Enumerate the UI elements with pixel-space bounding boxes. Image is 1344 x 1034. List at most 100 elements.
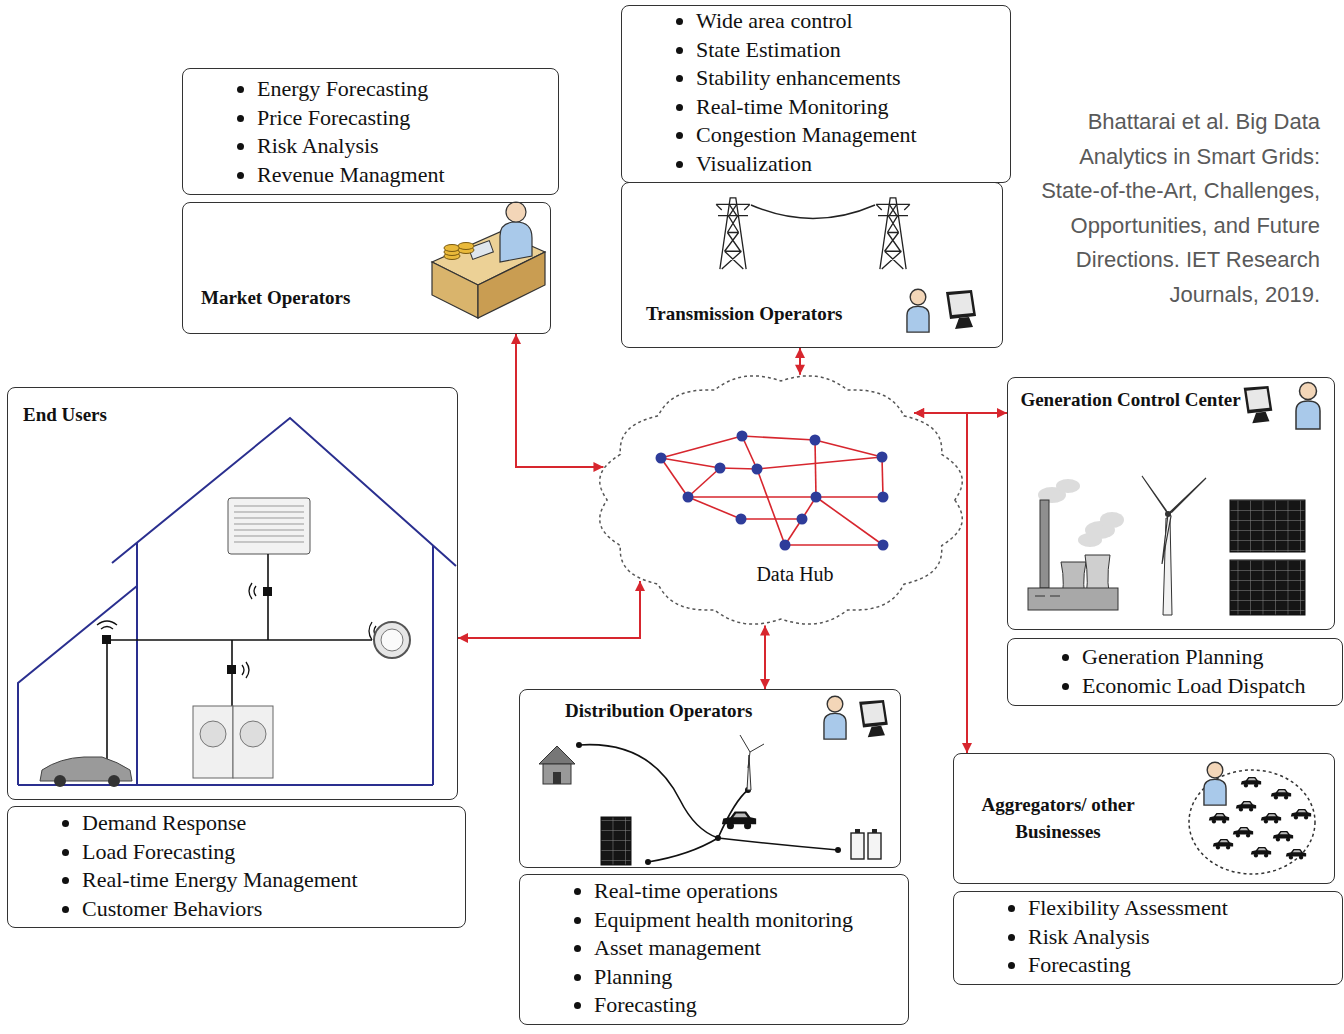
data-hub-network bbox=[688, 497, 741, 519]
home-illustration bbox=[97, 621, 117, 629]
transmission-illustration bbox=[946, 290, 976, 329]
distribution-illustration bbox=[601, 817, 631, 865]
aggregator-illustration bbox=[1209, 813, 1229, 824]
generation-illustration bbox=[1296, 383, 1320, 430]
task-list-box: Real-time operationsEquipment health mon… bbox=[519, 874, 909, 1025]
distribution-illustration bbox=[539, 746, 575, 764]
bullet-item: Real-time Energy Management bbox=[82, 866, 465, 895]
distribution-illustration bbox=[648, 838, 718, 862]
data-link-arrow bbox=[799, 348, 801, 375]
aggregator-illustration bbox=[1261, 813, 1281, 824]
task-list-box: Demand ResponseLoad ForecastingReal-time… bbox=[7, 806, 466, 928]
box-title: Generation Control Center bbox=[1013, 386, 1248, 414]
box-title: End Users bbox=[23, 403, 107, 427]
bullet-item: Price Forecasting bbox=[257, 104, 558, 133]
data-hub-network bbox=[757, 469, 785, 545]
home-illustration bbox=[102, 635, 111, 644]
data-hub-network bbox=[811, 492, 822, 503]
bullet-item: Forecasting bbox=[594, 991, 908, 1020]
distribution-illustration bbox=[722, 811, 756, 829]
bullet-item: Visualization bbox=[696, 150, 1010, 179]
data-hub-network bbox=[757, 457, 882, 469]
bullet-item: State Estimation bbox=[696, 36, 1010, 65]
bullet-item: Customer Behaviors bbox=[82, 895, 465, 924]
home-illustration bbox=[242, 662, 249, 678]
data-hub-network bbox=[877, 452, 888, 463]
home-illustration bbox=[227, 665, 236, 674]
home-illustration bbox=[97, 583, 376, 678]
actor-box: Generation Control Center bbox=[1007, 377, 1335, 630]
generation-illustration bbox=[1056, 479, 1080, 493]
bullet-item: Wide area control bbox=[696, 7, 1010, 36]
bullet-item: Equipment health monitoring bbox=[594, 906, 908, 935]
generation-illustration bbox=[1142, 476, 1206, 564]
box-title: Market Operators bbox=[201, 286, 350, 310]
generation-illustration bbox=[1244, 386, 1273, 423]
box-title: Aggregators/ other Businesses bbox=[963, 791, 1153, 845]
data-hub-network bbox=[810, 435, 821, 446]
bullet-list: Demand ResponseLoad ForecastingReal-time… bbox=[8, 807, 465, 923]
bullet-item: Revenue Managment bbox=[257, 161, 558, 190]
generation-illustration bbox=[1028, 383, 1320, 616]
distribution-illustration bbox=[835, 847, 841, 853]
aggregator-illustration bbox=[1233, 827, 1253, 838]
bullet-item: Forecasting bbox=[1028, 951, 1342, 980]
home-illustration bbox=[263, 587, 272, 596]
generation-illustration bbox=[1028, 588, 1118, 610]
actor-box: Transmission Operators bbox=[621, 182, 1003, 348]
distribution-illustration bbox=[576, 742, 841, 865]
citation-note: Bhattarai et al. Big Data Analytics in S… bbox=[1028, 105, 1320, 312]
bullet-item: Risk Analysis bbox=[257, 132, 558, 161]
distribution-illustration bbox=[715, 835, 721, 841]
aggregator-illustration bbox=[1189, 762, 1315, 874]
market-desk-illustration bbox=[432, 202, 545, 318]
transmission-illustration bbox=[876, 198, 910, 269]
aggregator-illustration bbox=[1241, 777, 1261, 788]
data-hub-network bbox=[878, 540, 889, 551]
box-title: Distribution Operators bbox=[565, 699, 752, 723]
data-hub-network bbox=[656, 453, 667, 464]
distribution-illustration bbox=[868, 833, 881, 859]
data-hub-cloud: Data Hub bbox=[595, 372, 967, 628]
data-hub-network bbox=[656, 431, 889, 551]
bullet-item: Flexibility Assessment bbox=[1028, 894, 1342, 923]
bullet-item: Demand Response bbox=[82, 809, 465, 838]
data-hub-network bbox=[661, 458, 688, 497]
distribution-illustration bbox=[543, 764, 571, 784]
distribution-illustration bbox=[824, 696, 846, 739]
bullet-list: Wide area controlState EstimationStabili… bbox=[622, 6, 1010, 178]
bullet-item: Load Forecasting bbox=[82, 838, 465, 867]
bullet-list: Energy ForecastingPrice ForecastingRisk … bbox=[183, 69, 558, 189]
data-hub-network bbox=[715, 463, 726, 474]
generation-illustration bbox=[1035, 596, 1060, 597]
data-hub-network bbox=[816, 496, 883, 498]
data-hub-network bbox=[661, 458, 720, 468]
home-illustration bbox=[18, 586, 137, 785]
bullet-list: Real-time operationsEquipment health mon… bbox=[520, 875, 908, 1020]
data-hub-network bbox=[752, 464, 763, 475]
home-illustration bbox=[18, 543, 433, 785]
box-title: Transmission Operators bbox=[646, 302, 843, 326]
data-hub-network bbox=[797, 514, 808, 525]
distribution-illustration bbox=[539, 696, 888, 865]
actor-box: Market Operators bbox=[182, 202, 551, 334]
home-illustration bbox=[381, 629, 403, 651]
task-list-box: Flexibility AssessmentRisk AnalysisForec… bbox=[953, 891, 1343, 985]
task-list-box: Wide area controlState EstimationStabili… bbox=[621, 5, 1011, 183]
bullet-item: Generation Planning bbox=[1082, 643, 1342, 672]
data-hub-network bbox=[882, 457, 883, 497]
data-hub-network bbox=[815, 440, 882, 457]
data-link-arrow bbox=[516, 334, 603, 467]
transmission-illustration bbox=[751, 205, 875, 219]
cloud-outline bbox=[600, 376, 963, 624]
market-desk-illustration bbox=[444, 243, 474, 260]
distribution-illustration bbox=[576, 742, 582, 748]
home-illustration bbox=[200, 721, 226, 747]
bullet-item: Asset management bbox=[594, 934, 908, 963]
task-list-box: Energy ForecastingPrice ForecastingRisk … bbox=[182, 68, 559, 195]
generation-illustration bbox=[1100, 512, 1124, 528]
task-list-box: Generation PlanningEconomic Load Dispatc… bbox=[1007, 638, 1343, 706]
bullet-item: Real-time Monitoring bbox=[696, 93, 1010, 122]
distribution-illustration bbox=[645, 859, 651, 865]
distribution-illustration bbox=[579, 745, 718, 838]
